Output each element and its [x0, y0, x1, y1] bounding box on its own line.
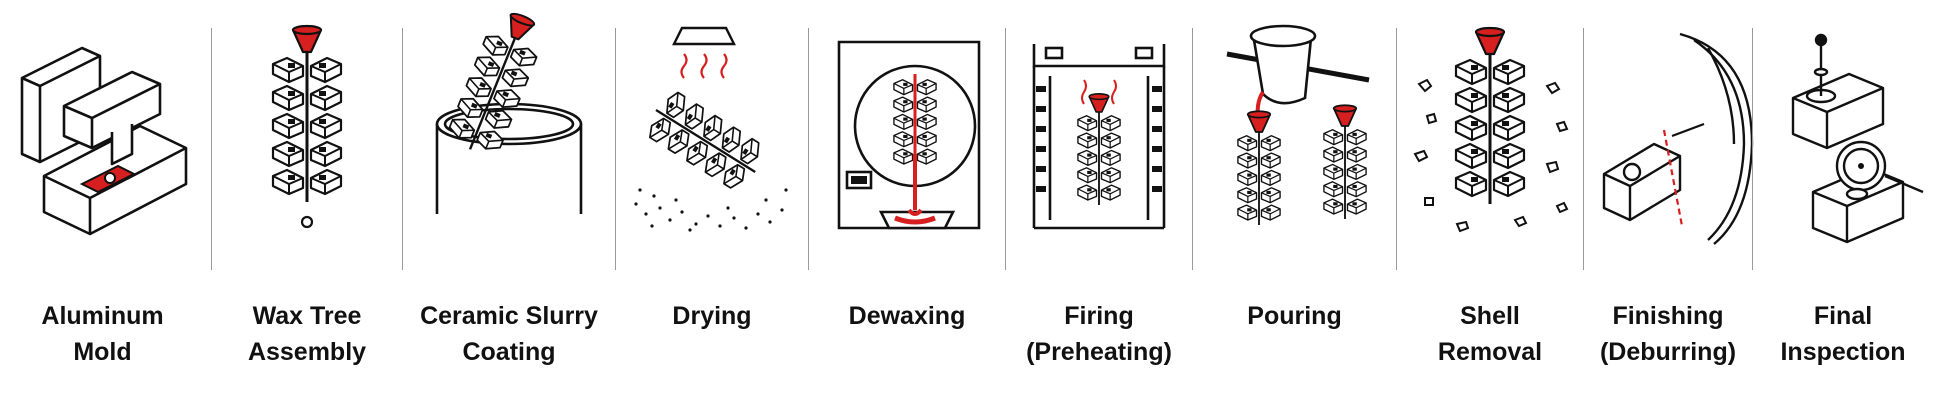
divider	[808, 28, 809, 270]
grinding-wheel-icon	[1584, 14, 1754, 254]
drying-icon	[616, 14, 808, 254]
step-label: Finishing(Deburring)	[1599, 302, 1737, 366]
step-label: Pouring	[1247, 302, 1342, 330]
inspection-gauge-icon	[1753, 14, 1933, 254]
step-finishing: Finishing(Deburring)	[1584, 0, 1754, 404]
step-pouring: Pouring	[1193, 0, 1396, 404]
step-firing: Firing(Preheating)	[1006, 0, 1192, 404]
divider	[1396, 28, 1397, 270]
step-drying: Drying	[616, 0, 808, 404]
kiln-icon	[1006, 14, 1192, 254]
step-label: Dewaxing	[848, 302, 966, 330]
autoclave-icon	[809, 14, 1005, 254]
ladle-pour-icon	[1193, 14, 1396, 254]
aluminum-mold-icon	[0, 14, 205, 254]
step-label: Firing(Preheating)	[1026, 302, 1172, 366]
divider	[1005, 28, 1006, 270]
grit-particles	[634, 188, 788, 232]
divider	[1192, 28, 1193, 270]
slurry-dip-icon	[403, 10, 615, 254]
step-dewaxing: Dewaxing	[809, 0, 1005, 404]
wax-tree-icon	[212, 14, 402, 254]
shell-fragments	[1413, 78, 1569, 233]
molded-part	[79, 164, 137, 194]
divider	[1583, 28, 1584, 270]
shell-break-icon	[1397, 14, 1583, 254]
divider	[615, 28, 616, 270]
step-label: Drying	[672, 302, 752, 330]
divider	[402, 28, 403, 270]
divider	[211, 28, 212, 270]
divider	[1752, 28, 1753, 270]
